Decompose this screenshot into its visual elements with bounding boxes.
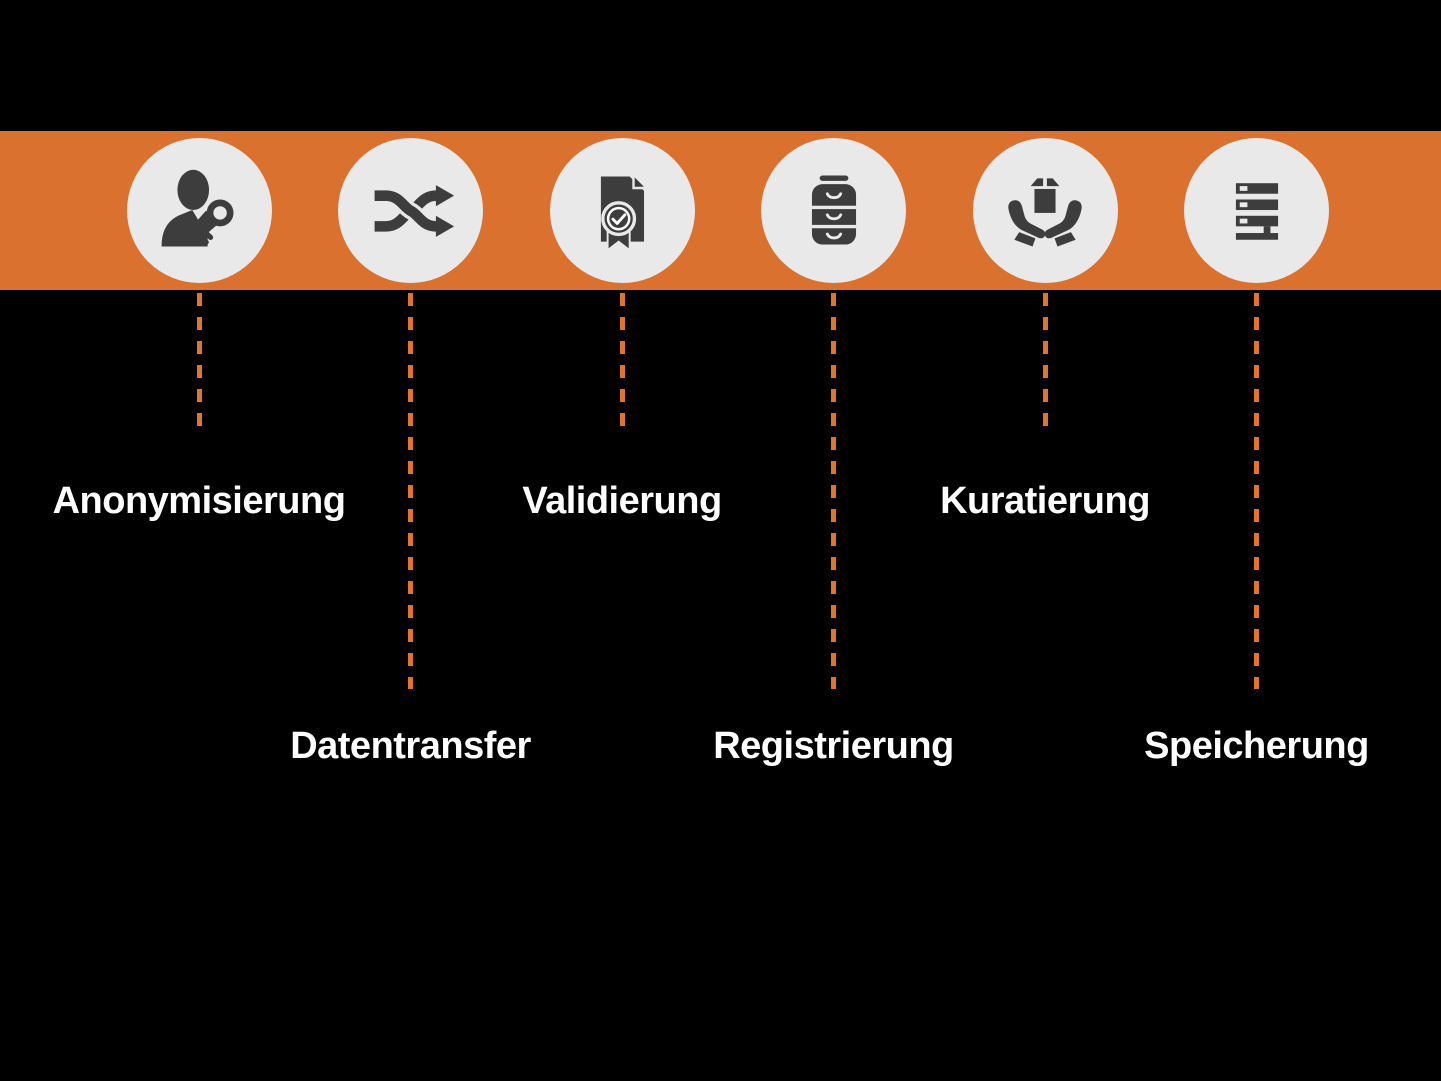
hands-box-icon xyxy=(1008,177,1082,246)
connector-line xyxy=(831,293,836,689)
step-datentransfer: Datentransfer xyxy=(261,0,561,1081)
step-kuratierung: Kuratierung xyxy=(895,0,1195,1081)
shuffle-arrows-icon xyxy=(374,184,454,237)
connector-line xyxy=(619,293,625,433)
step-icon-circle xyxy=(1184,138,1329,283)
connector-line xyxy=(1254,293,1259,689)
step-label: Datentransfer xyxy=(290,725,531,767)
step-icon-circle xyxy=(761,138,906,283)
step-icon-circle xyxy=(549,138,695,283)
step-anonymisierung: Anonymisierung xyxy=(49,0,349,1081)
connector-line xyxy=(408,293,413,689)
step-label: Speicherung xyxy=(1144,725,1369,767)
connector-line xyxy=(1042,293,1048,433)
server-stack-icon xyxy=(1235,182,1278,240)
step-label: Anonymisierung xyxy=(52,480,346,522)
step-label: Kuratierung xyxy=(940,480,1150,522)
step-icon-circle xyxy=(126,138,272,283)
step-icon-circle xyxy=(338,138,483,283)
step-registrierung: Registrierung xyxy=(684,0,984,1081)
certificate-check-icon xyxy=(600,171,650,252)
step-speicherung: Speicherung xyxy=(1107,0,1407,1081)
step-validierung: Validierung xyxy=(472,0,772,1081)
connector-line xyxy=(196,293,202,433)
step-icon-circle xyxy=(972,138,1118,283)
person-key-icon xyxy=(161,169,234,246)
step-label: Validierung xyxy=(522,480,722,522)
step-label: Registrierung xyxy=(713,725,954,767)
drawer-cabinet-icon xyxy=(811,175,856,245)
